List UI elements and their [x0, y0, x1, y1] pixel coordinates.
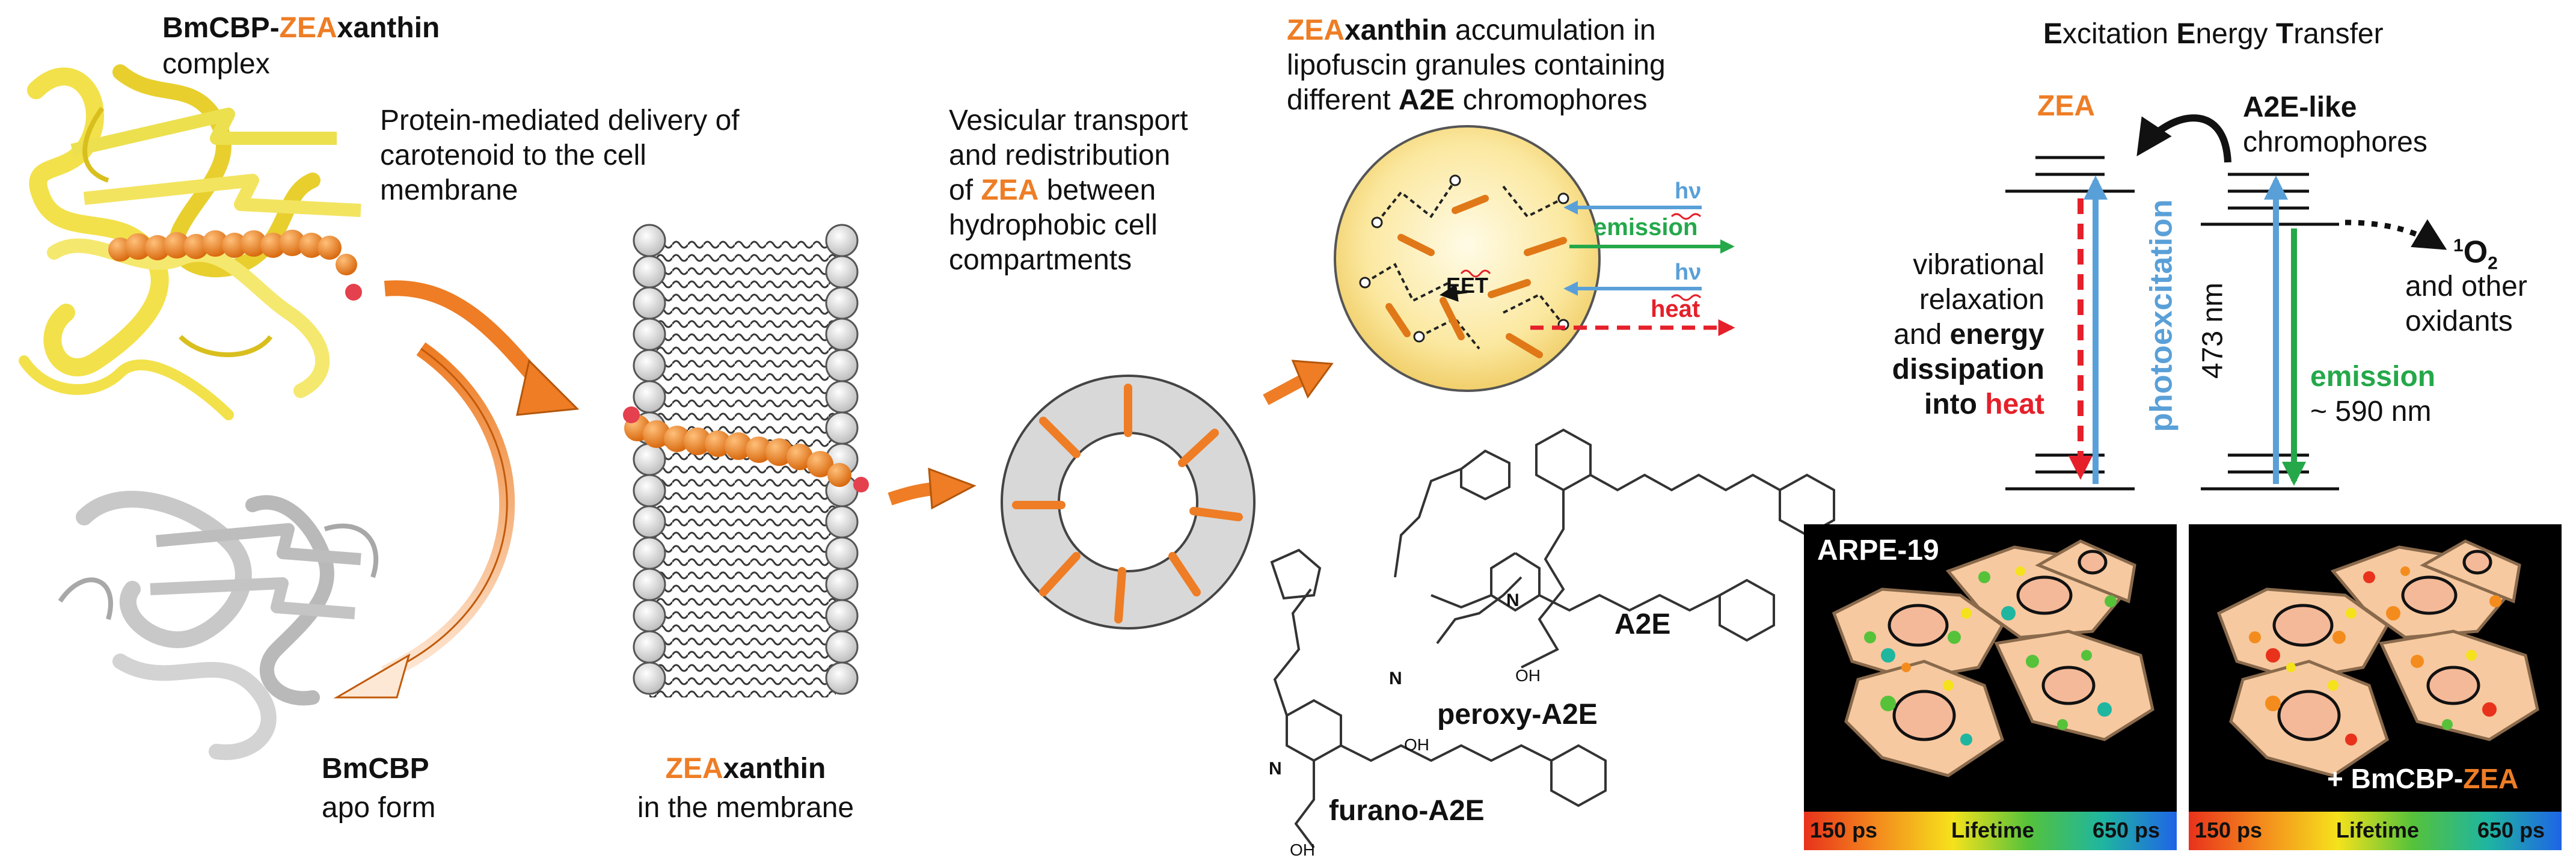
- membrane-title-xanthin: xanthin: [723, 753, 826, 785]
- microscopy-panel-left: [1804, 524, 2177, 850]
- lifetime-min-right: 150 ps: [2195, 818, 2263, 842]
- complex-title-zea: ZEA: [279, 12, 337, 44]
- relax-line-5: into heat: [1852, 387, 2044, 421]
- structure-oh-peroxy: OH: [1404, 735, 1429, 754]
- wavelength-590: ~ 590 nm: [2310, 396, 2432, 427]
- zea-level-label: ZEA: [2037, 90, 2095, 122]
- singlet-oxygen-sup: 1: [2453, 236, 2464, 256]
- lipofuscin-granule: [1334, 125, 1601, 392]
- eet-title-e1: E: [2043, 18, 2063, 50]
- accumulation-line-2: lipofuscin granules containing: [1287, 49, 1666, 81]
- lifetime-label-right: Lifetime: [2336, 818, 2420, 842]
- eet-title-rest1: xcitation: [2062, 18, 2177, 50]
- accumulation-line-3-suffix: chromophores: [1455, 84, 1648, 116]
- eet-title-rest2: nergy: [2195, 18, 2276, 50]
- vesicle-line-3-prefix: of: [949, 174, 981, 206]
- relax-line-4: dissipation: [1892, 354, 2044, 385]
- vesicle-line-2: and redistribution: [949, 139, 1171, 171]
- photoexcitation-label: photoexcitation: [2144, 199, 2179, 432]
- lifetime-label-left: Lifetime: [1951, 818, 2035, 842]
- a2e-level-label: A2E-like: [2243, 91, 2357, 123]
- eet-title-e2: E: [2176, 18, 2196, 50]
- membrane-subtitle: in the membrane: [637, 792, 854, 824]
- relax-line-3-prefix: and: [1894, 319, 1950, 351]
- singlet-oxygen: 1O2: [2453, 228, 2498, 281]
- lipid-bilayer: [623, 224, 869, 697]
- complex-word: complex: [162, 48, 270, 80]
- chemical-structures: [1270, 428, 1835, 849]
- delivery-line-2: carotenoid to the cell: [380, 139, 646, 171]
- relax-line-3: and energy: [1852, 317, 2044, 352]
- relax-line-1: vibrational: [1913, 249, 2044, 281]
- apo-title: BmCBP: [322, 753, 429, 785]
- microscopy-label-left: ARPE-19: [1817, 535, 1939, 566]
- vesicle-line-3: of ZEA between: [949, 173, 1156, 207]
- relax-line-5-heat: heat: [1985, 388, 2044, 420]
- singlet-oxygen-symbol: O: [2463, 234, 2488, 270]
- eet-title-t: T: [2275, 18, 2294, 50]
- cycle-arrow: [333, 342, 515, 699]
- other-oxidants-line-1: and other: [2405, 271, 2527, 302]
- eet-title: Excitation Energy Transfer: [2043, 17, 2384, 51]
- structure-n-peroxy: N: [1389, 669, 1402, 688]
- vesicle-line-5: compartments: [949, 244, 1132, 276]
- lifetime-min-left: 150 ps: [1810, 818, 1878, 842]
- a2e-level-sublabel: chromophores: [2243, 126, 2427, 158]
- complex-title: BmCBP-ZEAxanthin: [162, 11, 440, 45]
- other-oxidants-line-2: oxidants: [2405, 305, 2513, 337]
- membrane-title: ZEAxanthin: [625, 752, 866, 786]
- granule-eet: EET: [1446, 273, 1489, 298]
- accumulation-line-3: different A2E chromophores: [1287, 83, 1647, 117]
- relax-line-5-prefix: into: [1924, 388, 1986, 420]
- microscopy-label-right: + BmCBP-ZEA: [2327, 762, 2518, 795]
- structure-n-a2e: N: [1506, 590, 1520, 610]
- accumulation-zea: ZEA: [1287, 14, 1345, 46]
- granule-hv-top: hν: [1675, 179, 1702, 204]
- vesicle-line-1: Vesicular transport: [949, 105, 1188, 136]
- delivery-arrow: [384, 280, 580, 416]
- accumulation-xanthin: xanthin: [1345, 14, 1447, 46]
- delivery-line-1: Protein-mediated delivery of: [380, 105, 740, 136]
- relax-line-2: relaxation: [1919, 284, 2044, 316]
- vesicle-line-4: hydrophobic cell: [949, 209, 1158, 241]
- microscopy-panel-right: [2189, 524, 2562, 850]
- granule-emission: emission: [1593, 214, 1698, 240]
- wavelength-473: 473 nm: [2197, 282, 2229, 379]
- vesicle-line-3-zea: ZEA: [981, 174, 1039, 206]
- lifetime-max-left: 650 ps: [2093, 818, 2160, 842]
- structure-n-furano: N: [1269, 759, 1282, 779]
- granule-light-arrows: [1530, 200, 1735, 336]
- complex-title-suffix: xanthin: [337, 12, 440, 44]
- vesicle: [1001, 375, 1256, 630]
- structure-label-a2e: A2E: [1615, 608, 1671, 640]
- delivery-line-3: membrane: [380, 174, 518, 206]
- granule-heat: heat: [1651, 296, 1700, 322]
- accumulation-line-1: ZEAxanthin accumulation in: [1287, 13, 1656, 47]
- energy-arrows: [2068, 114, 2447, 486]
- complex-title-prefix: BmCBP-: [162, 12, 280, 44]
- apo-protein-ribbon: [58, 491, 379, 761]
- eet-title-rest3: ransfer: [2293, 18, 2384, 50]
- lifetime-max-right: 650 ps: [2477, 818, 2545, 842]
- carotenoid-in-complex: [108, 230, 362, 301]
- structure-oh-a2e: OH: [1515, 666, 1541, 685]
- granule-arrow: [1263, 360, 1334, 405]
- microscopy-label-right-zea: ZEA: [2463, 763, 2519, 794]
- structure-oh-furano: OH: [1290, 841, 1315, 859]
- membrane-title-zea: ZEA: [665, 753, 723, 785]
- granule-hv-bottom: hν: [1675, 260, 1702, 285]
- vesicle-line-3-suffix: between: [1038, 174, 1156, 206]
- transport-arrow: [888, 467, 977, 510]
- singlet-oxygen-sub: 2: [2488, 253, 2498, 274]
- apo-subtitle: apo form: [322, 792, 436, 824]
- microscopy-label-right-prefix: + BmCBP-: [2327, 763, 2464, 794]
- accumulation-line-3-a2e: A2E: [1398, 84, 1455, 116]
- accumulation-line-1-rest: accumulation in: [1447, 14, 1656, 46]
- structure-label-peroxy-a2e: peroxy-A2E: [1437, 699, 1598, 731]
- relax-line-3-energy: energy: [1949, 319, 2044, 351]
- accumulation-line-3-prefix: different: [1287, 84, 1399, 116]
- emission-label: emission: [2310, 361, 2436, 393]
- structure-label-furano-a2e: furano-A2E: [1329, 795, 1485, 827]
